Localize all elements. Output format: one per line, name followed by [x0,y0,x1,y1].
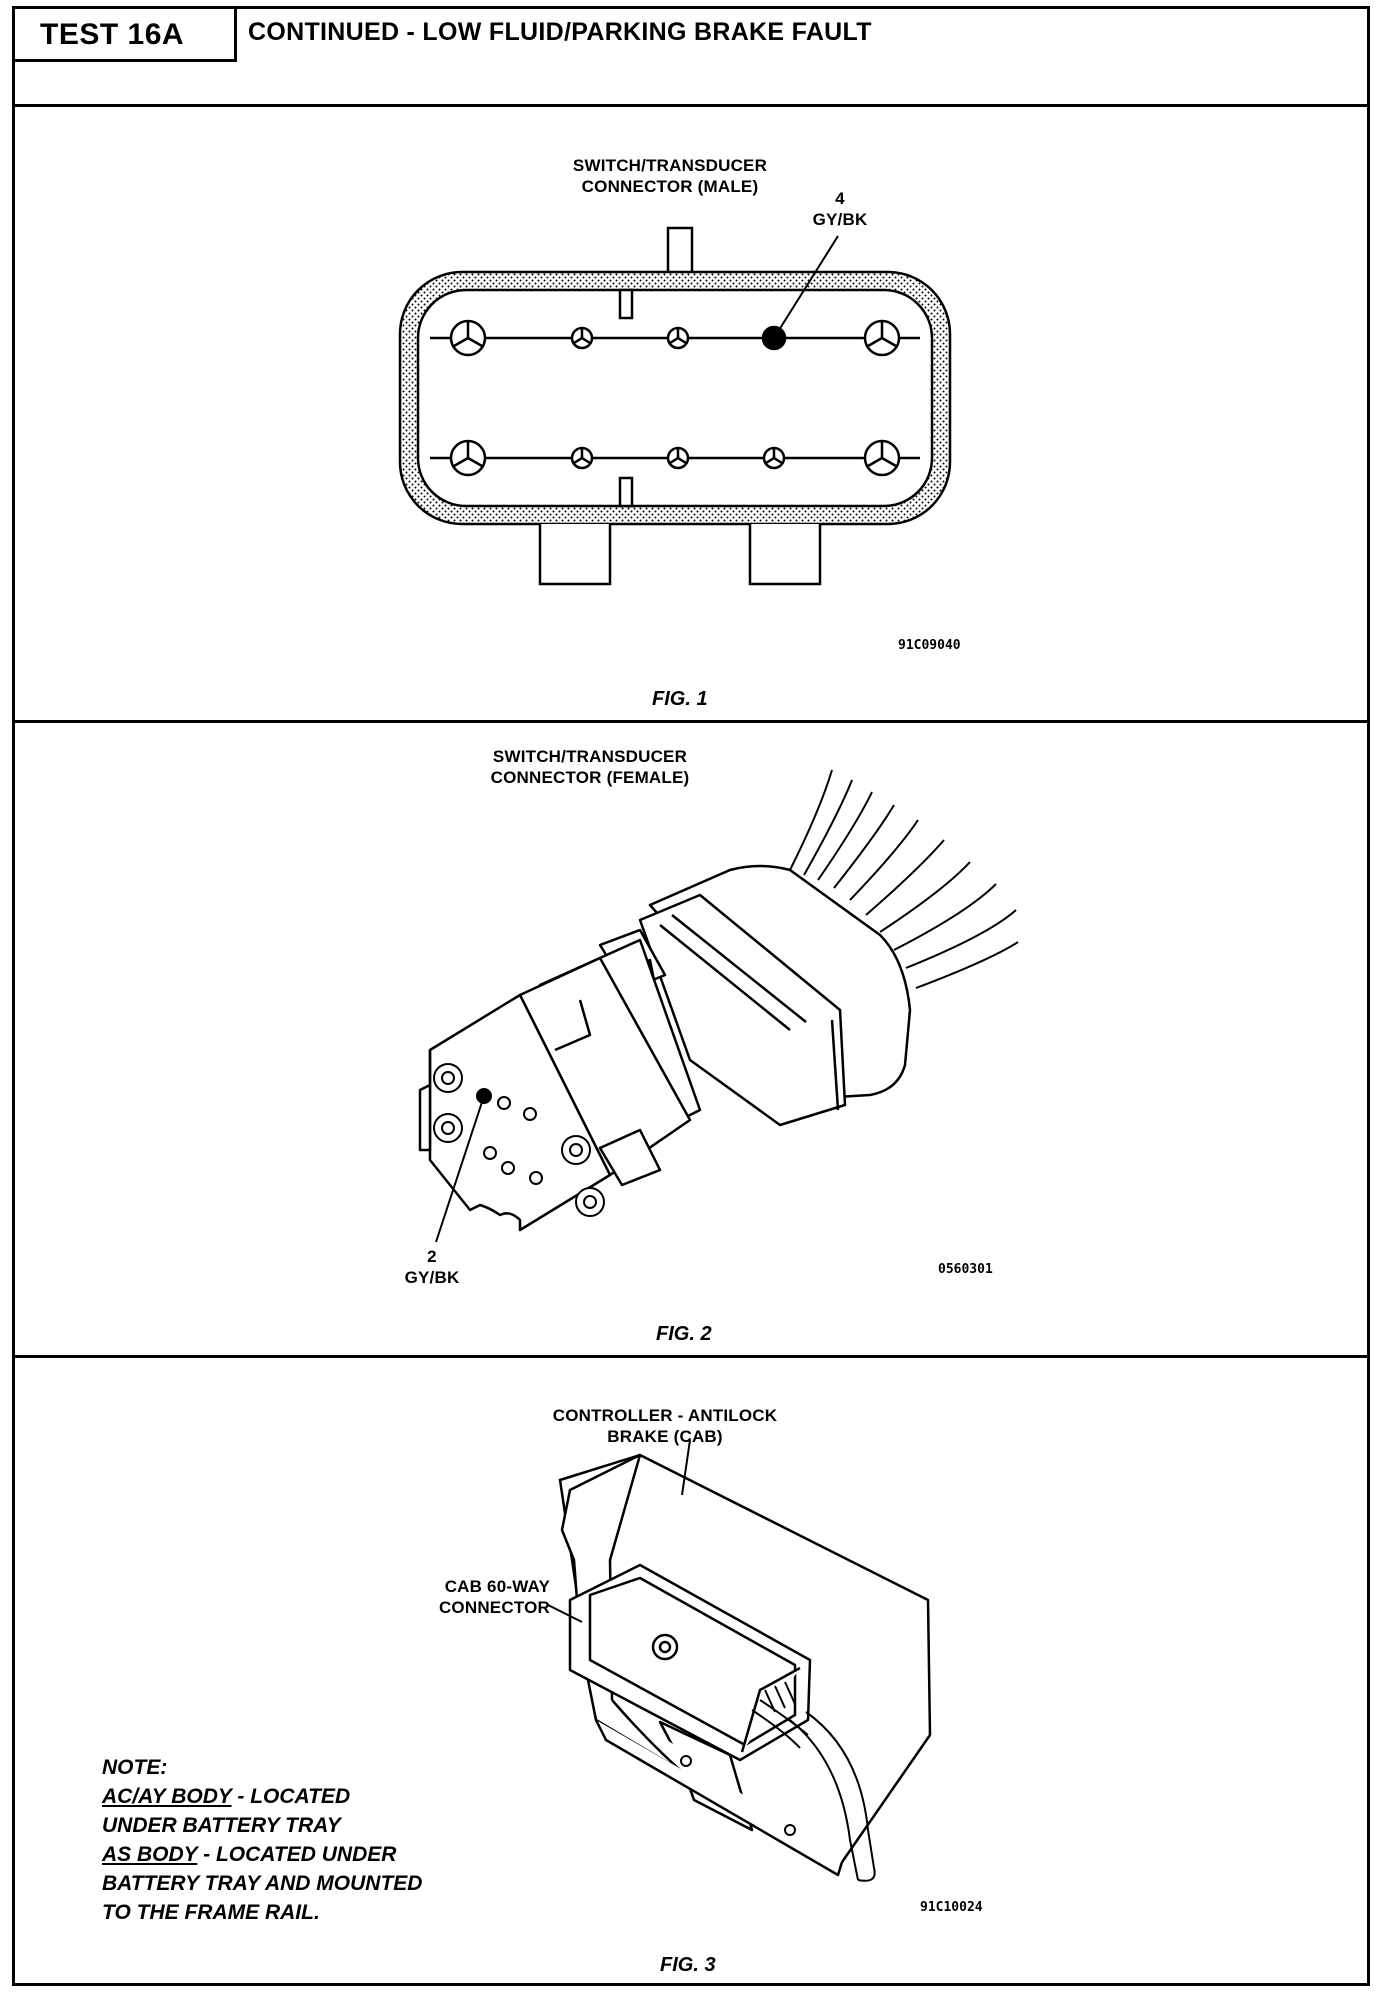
fig3-connector-leader [547,1604,583,1623]
fig1-pin-small [666,446,690,470]
fig2-leader [435,1095,485,1243]
fig1-pin-large [449,439,487,477]
fig1-pin-small [570,446,594,470]
test-id-box [12,6,237,62]
fig1-male-connector [398,226,952,586]
fig1-caption: FIG. 1 [652,688,708,710]
note-body-acay: AC/AY BODY [102,1785,232,1808]
fig3-controller-leader [681,1439,691,1496]
fig2-code: 0560301 [938,1262,993,1277]
fig1-pins [449,319,901,477]
fig3-connector-line2: CONNECTOR [438,1598,550,1617]
fig2-pin-number: 2 [427,1247,437,1266]
header-rule [12,104,1370,107]
fig2-pin-callout: 2 GY/BK [392,1246,472,1288]
fig1-pin-small [666,326,690,350]
fig2-divider [12,1355,1370,1358]
fig1-pin-small [570,326,594,350]
fig1-label-line1: SWITCH/TRANSDUCER [572,156,768,175]
fig3-label-line2: BRAKE (CAB) [607,1427,723,1446]
note-block: NOTE: AC/AY BODY - LOCATED UNDER BATTERY… [102,1753,422,1927]
fig1-pin-wire: GY/BK [812,210,868,229]
note-line1-rest: - LOCATED [231,1785,351,1808]
fig3-connector-line1: CAB 60-WAY [444,1577,550,1596]
fig3-label-line1: CONTROLLER - ANTILOCK [552,1406,778,1425]
note-line3: AS BODY - LOCATED UNDER [102,1840,422,1869]
fig3-harness [751,1681,876,1882]
fig2-caption: FIG. 2 [656,1323,712,1345]
fig3-connector-label: CAB 60-WAY CONNECTOR [400,1576,550,1618]
fig1-label-line2: CONNECTOR (MALE) [581,177,759,196]
page-title: CONTINUED - LOW FLUID/PARKING BRAKE FAUL… [248,18,872,46]
fig2-label-line2: CONNECTOR (FEMALE) [490,768,690,787]
fig2-pin-wire: GY/BK [404,1268,460,1287]
note-line4: BATTERY TRAY AND MOUNTED [102,1872,423,1895]
fig3-caption: FIG. 3 [660,1954,716,1976]
note-line5: TO THE FRAME RAIL. [102,1901,320,1924]
fig1-leader [773,235,839,339]
fig1-divider [12,720,1370,723]
test-id: TEST 16A [40,18,185,51]
fig1-pin-small [762,446,786,470]
fig3-cab-connector [568,1563,812,1762]
fig1-pin-large [449,319,487,357]
note-line2: UNDER BATTERY TRAY [102,1814,341,1837]
fig1-pin-large [863,439,901,477]
fig1-pin-large [863,319,901,357]
page-frame [12,6,1370,1986]
fig1-connector-label: SWITCH/TRANSDUCER CONNECTOR (MALE) [540,155,800,197]
fig2-connector-label: SWITCH/TRANSDUCER CONNECTOR (FEMALE) [460,746,720,788]
fig2-female-connector [418,864,912,1232]
fig3-mount-hole [784,1824,796,1836]
note-line3-rest: - LOCATED UNDER [197,1843,397,1866]
note-body-as: AS BODY [102,1843,198,1866]
note-line1: AC/AY BODY - LOCATED [102,1782,422,1811]
fig1-pin-number: 4 [835,189,845,208]
fig2-label-line1: SWITCH/TRANSDUCER [492,747,688,766]
fig3-controller-label: CONTROLLER - ANTILOCK BRAKE (CAB) [520,1405,810,1447]
note-heading: NOTE: [102,1756,168,1779]
fig2-wire-bundle [789,769,1019,989]
fig3-mount-hole [680,1755,692,1767]
fig1-code: 91C09040 [898,638,961,653]
fig1-pin-callout: 4 GY/BK [800,188,880,230]
fig3-code: 91C10024 [920,1900,983,1915]
fig2-cavities [433,1063,605,1217]
